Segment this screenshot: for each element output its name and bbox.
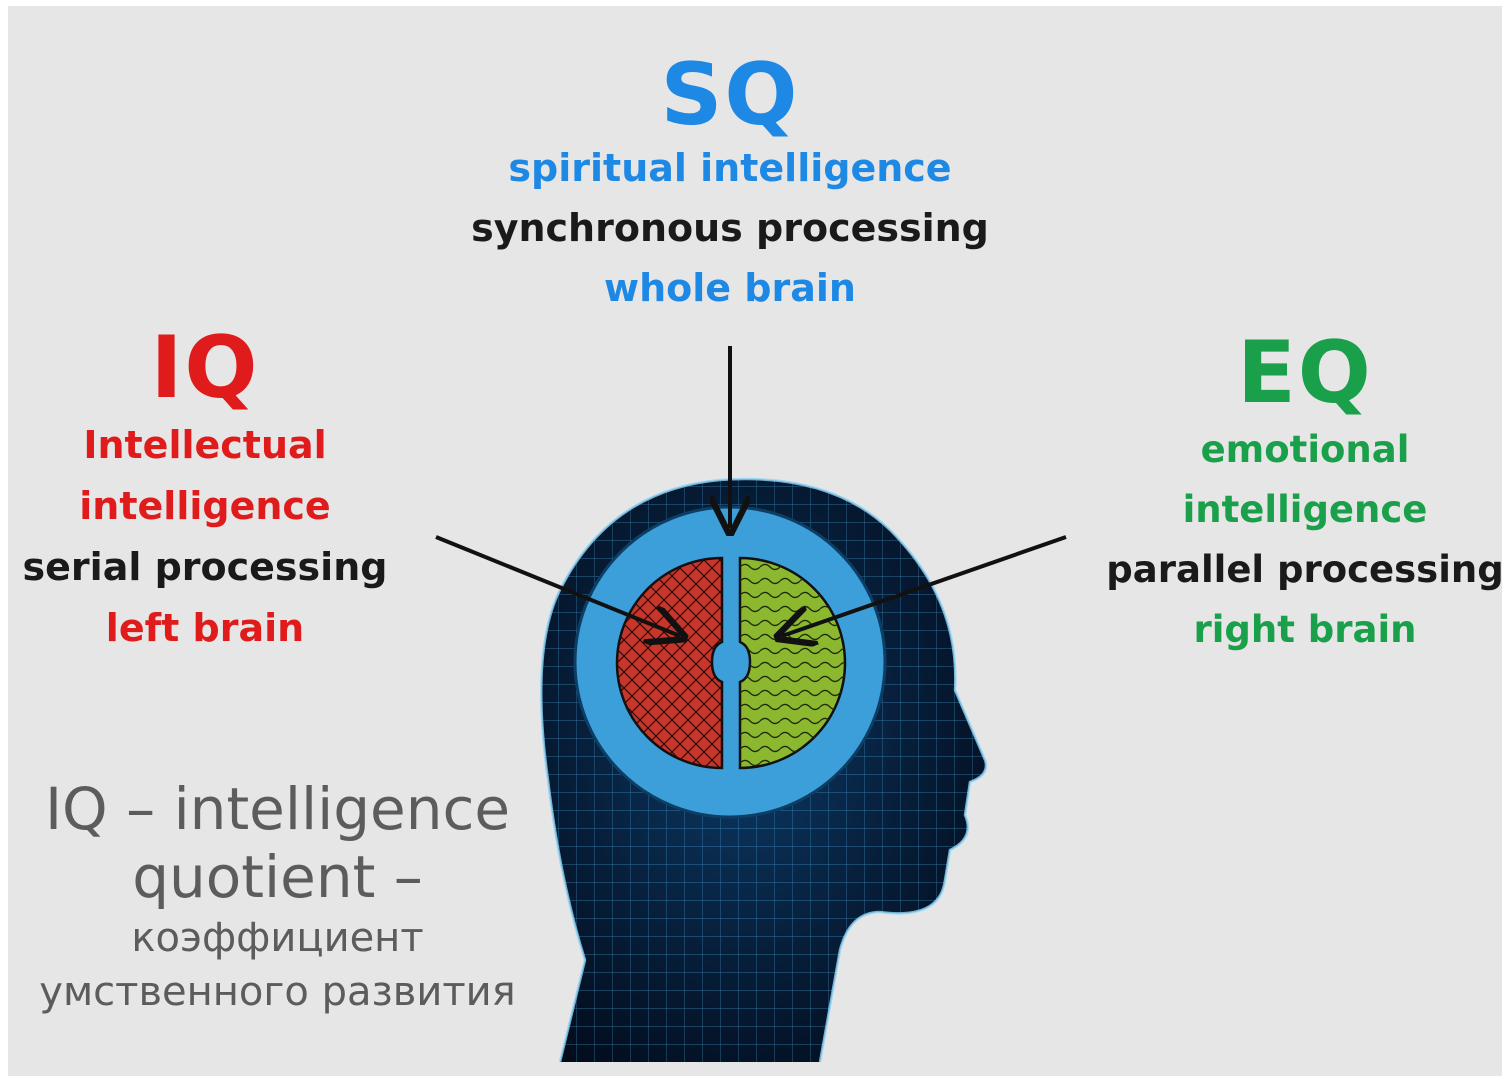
sq-whole-brain: whole brain <box>604 266 856 310</box>
iq-left-brain: left brain <box>105 606 305 650</box>
caption-line-1: IQ – intelligence <box>44 775 511 843</box>
eq-intelligence: intelligence <box>1182 488 1428 531</box>
sq-synchronous-processing: synchronous processing <box>471 206 989 250</box>
caption-line-3: коэффициент <box>131 915 424 961</box>
eq-emotional: emotional <box>1200 428 1410 471</box>
sq-label-group: SQ spiritual intelligence synchronous pr… <box>440 52 1020 318</box>
caption-line-4: умственного развития <box>39 969 516 1015</box>
iq-intellectual: Intellectual <box>83 423 327 467</box>
caption-line-2: quotient – <box>132 843 423 911</box>
eq-arrow <box>782 535 1067 636</box>
sq-spiritual-intelligence: spiritual intelligence <box>508 146 952 190</box>
eq-title: EQ <box>1237 323 1373 423</box>
iq-label-group: IQ Intellectual intelligence serial proc… <box>0 325 410 659</box>
eq-parallel-processing: parallel processing <box>1106 548 1504 591</box>
iq-title: IQ <box>150 318 260 418</box>
sq-title: SQ <box>660 45 800 145</box>
eq-label-group: EQ emotional intelligence parallel proce… <box>1090 330 1508 660</box>
iq-intelligence: intelligence <box>79 484 331 528</box>
iq-arrow <box>435 535 680 636</box>
iq-serial-processing: serial processing <box>22 545 388 589</box>
iq-definition-caption: IQ – intelligence quotient – коэффициент… <box>20 775 535 1019</box>
eq-right-brain: right brain <box>1193 608 1417 651</box>
